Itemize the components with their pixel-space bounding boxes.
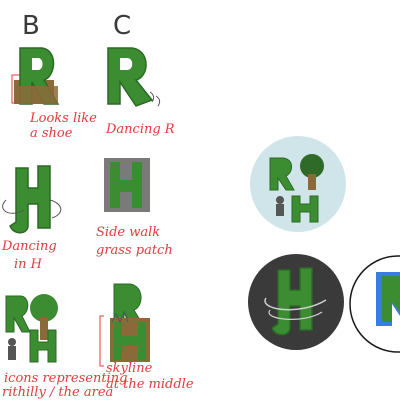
note-b3-line1: icons representing [4,371,127,386]
note-b2-line1: Dancing [1,239,57,254]
sketch-sidewalk-h [104,158,150,212]
note-b1-line2: a shoe [30,126,73,141]
column-header-c: C [113,11,131,41]
sketch-icons-rh [5,294,58,363]
note-c2-line2: grass patch [96,243,173,258]
note-c3-line1: skyline [106,361,153,376]
logo-circle-white [349,255,400,353]
note-b3-line2: rithilly / the area [2,385,113,400]
sketch-dancing-h [2,165,62,234]
skyline-icon [111,310,129,324]
person-icon [276,196,284,216]
tree-icon [30,294,58,322]
note-b1-line1: Looks like [29,111,97,126]
tree-icon [300,154,324,178]
sketch-dancing-r [107,47,161,107]
person-icon [8,338,16,360]
logo-circle-light [250,136,346,232]
note-c1: Dancing R [105,122,175,137]
column-header-b: B [22,11,40,41]
note-c3-line2: at the middle [106,377,194,392]
note-b2-line2: in H [14,257,43,272]
logo-circle-dark [248,254,344,350]
note-c2-line1: Side walk [96,225,160,240]
swirl-icon [264,297,327,311]
sketch-skyline-rh [99,283,150,367]
sketch-r-shoe [11,47,60,105]
